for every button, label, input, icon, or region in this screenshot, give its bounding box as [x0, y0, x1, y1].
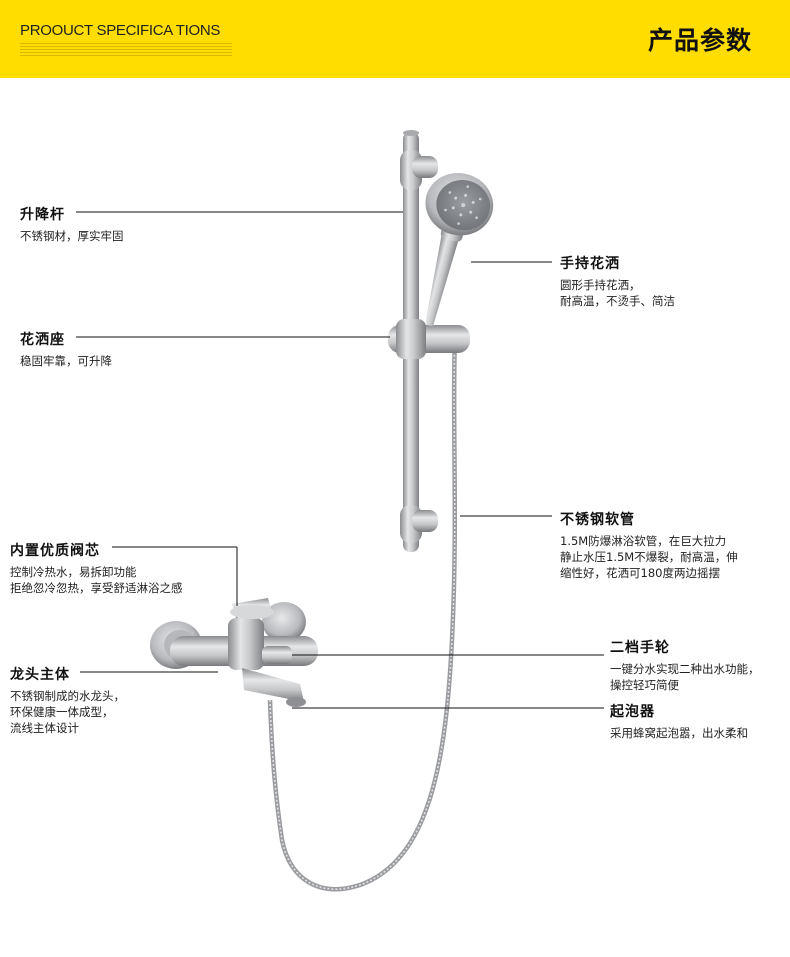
callout-lift-rod: 升降杆 不锈钢材，厚实牢固	[20, 204, 124, 244]
callout-aerator: 起泡器 采用蜂窝起泡嚣，出水柔和	[610, 701, 748, 741]
callout-shower-seat: 花洒座 稳固牢靠，可升降	[20, 329, 112, 369]
callout-lines	[76, 211, 604, 709]
callout-title: 花洒座	[20, 332, 65, 348]
callout-title: 内置优质阀芯	[10, 543, 100, 559]
callout-valve-core: 内置优质阀芯 控制冷热水，易拆卸功能 拒绝忽冷忽热，享受舒适淋浴之感	[10, 540, 183, 596]
callout-desc-line: 环保健康一体成型，	[10, 705, 114, 719]
callout-title: 起泡器	[610, 704, 655, 720]
callout-desc-line: 圆形手持花洒，	[560, 278, 641, 292]
slide-bar	[400, 130, 438, 552]
callout-title: 不锈钢软管	[560, 512, 635, 528]
callout-desc: 不锈钢材，厚实牢固	[20, 229, 124, 243]
callout-desc: 稳固牢靠，可升降	[20, 354, 112, 368]
header-banner: PROOUCT SPECIFICA TIONS 产品参数	[0, 0, 790, 78]
callout-faucet-body: 龙头主体 不锈钢制成的水龙头， 环保健康一体成型， 流线主体设计	[10, 664, 125, 736]
hand-shower	[425, 172, 494, 327]
callout-title: 手持花洒	[560, 256, 620, 272]
callout-desc-line: 流线主体设计	[10, 721, 79, 735]
faucet	[150, 598, 318, 707]
callout-desc-line: 控制冷热水，易拆卸功能	[10, 565, 137, 579]
callout-desc-line: 一键分水实现二种出水功能，	[610, 662, 760, 676]
callout-desc-line: 不锈钢制成的水龙头，	[10, 689, 125, 703]
shower-holder	[388, 319, 470, 359]
callout-title: 二档手轮	[610, 640, 670, 656]
callout-steel-hose: 不锈钢软管 1.5M防爆淋浴软管，在巨大拉力 静止水压1.5M不爆裂，耐高温，伸…	[560, 509, 738, 581]
banner-decoration-lines	[20, 43, 232, 56]
callout-desc-line: 拒绝忽冷忽热，享受舒适淋浴之感	[10, 581, 183, 595]
callout-title: 龙头主体	[10, 667, 70, 683]
callout-desc-line: 静止水压1.5M不爆裂，耐高温，伸	[560, 550, 738, 564]
callout-diverter-knob: 二档手轮 一键分水实现二种出水功能， 操控轻巧简便	[610, 637, 760, 693]
callout-desc-line: 操控轻巧简便	[610, 678, 679, 692]
banner-title-en: PROOUCT SPECIFICA TIONS	[20, 22, 221, 39]
banner-title-cn: 产品参数	[647, 26, 752, 55]
callout-desc-line: 1.5M防爆淋浴软管，在巨大拉力	[560, 534, 727, 548]
callout-desc-line: 缩性好，花洒可180度两边摇摆	[560, 566, 720, 580]
callout-title: 升降杆	[20, 207, 65, 223]
callout-desc: 采用蜂窝起泡嚣，出水柔和	[610, 726, 748, 740]
callout-hand-shower: 手持花洒 圆形手持花洒， 耐高温，不烫手、简洁	[560, 253, 675, 309]
callout-desc-line: 耐高温，不烫手、简洁	[560, 294, 675, 308]
